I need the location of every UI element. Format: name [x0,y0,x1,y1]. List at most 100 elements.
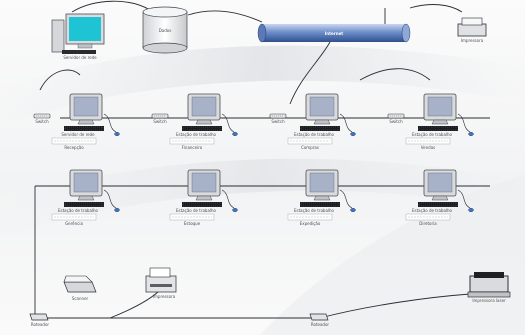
monitor-screen [69,17,101,41]
workstation-r1-c1 [64,93,120,136]
cylinder-bottom [142,42,188,54]
monitor-stand [77,43,93,49]
workstation-r2-c2 [182,169,238,212]
keyboard [418,202,458,207]
mouse [232,207,238,212]
switch-label: Switch [389,119,403,124]
laser-tray [467,291,511,298]
keyboard-keys [418,126,458,131]
router-right [309,313,329,321]
database-cylinder [142,6,188,54]
keyboard [62,50,96,54]
keyboard [182,202,222,207]
keyboard-keys [300,202,340,207]
printer-slot [150,284,172,287]
mouse [468,131,474,136]
printer-paper [461,17,483,26]
mouse-cable [339,189,353,209]
workstation-label: Estação de trabalho [293,132,335,137]
router-right-label: Roteador [310,322,330,327]
tube-right-cap [401,23,411,43]
nodes [29,6,511,321]
router-left [29,313,49,321]
workstation-label: Servidor de rede [61,132,95,137]
workstation-label: Estação de trabalho [57,208,99,213]
info-panel [287,213,333,221]
keyboard-keys [64,126,104,131]
workstation-r2-c4 [418,169,474,212]
keyboard-keys [182,126,222,131]
workstation-caption: Recepção [64,145,84,150]
top-printer [457,17,487,37]
workstation-label: Estação de trabalho [411,208,453,213]
laser-printer [467,272,511,298]
monitor-screen [427,172,453,193]
scanner-body [63,281,97,293]
printer-paper [149,267,171,278]
backbone-tube [257,23,411,43]
cylinder-top [142,6,188,18]
scanner-label: Scanner [71,296,89,301]
router-body [309,313,329,321]
monitor-screen [427,96,453,117]
mouse [468,207,474,212]
switch-label: Switch [35,119,49,124]
workstation-label: Estação de trabalho [175,132,217,137]
switch [33,113,51,119]
workstation-label: Estação de trabalho [411,132,453,137]
monitor-screen [309,96,335,117]
mouse-cable [221,189,235,209]
monitor-screen [73,172,99,193]
monitor-stand [431,119,449,125]
workstation-r1-c3 [300,93,356,136]
link-workstation-db [71,0,151,13]
keyboard [64,202,104,207]
monitor-screen [191,172,217,193]
scanner-lid [63,275,93,283]
bottom-right-curve [319,293,471,319]
printer-body [457,23,487,37]
laser-label: Impressora laser [472,298,506,303]
mouse-cable [103,113,117,133]
mouse-cable [103,189,117,209]
tower [51,19,65,53]
link-backbone-row1 [289,41,331,105]
keyboard [64,126,104,131]
router-body [29,313,49,321]
monitor-screen [73,96,99,117]
workstation-caption: Gerência [65,221,83,226]
backbone-label: Internet [324,31,344,36]
monitor-stand [77,195,95,201]
info-panel [287,137,333,145]
link-db-backbone [187,10,263,23]
printer-label: Impressora [152,294,176,299]
switch [151,113,169,119]
workstation-label: Estação de trabalho [175,208,217,213]
workstation-r1-c2 [182,93,238,136]
switch [387,113,405,119]
keyboard-keys [64,202,104,207]
switch-label: Switch [153,119,167,124]
mouse [350,207,356,212]
mouse [114,131,120,136]
keyboard-keys [182,202,222,207]
monitor-stand [195,119,213,125]
workstation-label: Estação de trabalho [293,208,335,213]
info-panel [169,137,215,145]
monitor-screen [191,96,217,117]
top-workstation-caption: Servidor de rede [63,55,97,60]
printer [145,267,177,293]
keyboard [182,126,222,131]
mouse-cable [221,113,235,133]
mouse [114,207,120,212]
mouse [232,131,238,136]
workstation-caption: Financeiro [181,145,203,150]
info-panel [405,137,451,145]
router-left-label: Roteador [30,322,50,327]
cylinder-body [143,12,187,48]
tube-left-cap [257,23,267,43]
workstation-r2-c1 [64,169,120,212]
monitor-stand [195,195,213,201]
mouse-cable [457,189,471,209]
monitor-screen [309,172,335,193]
